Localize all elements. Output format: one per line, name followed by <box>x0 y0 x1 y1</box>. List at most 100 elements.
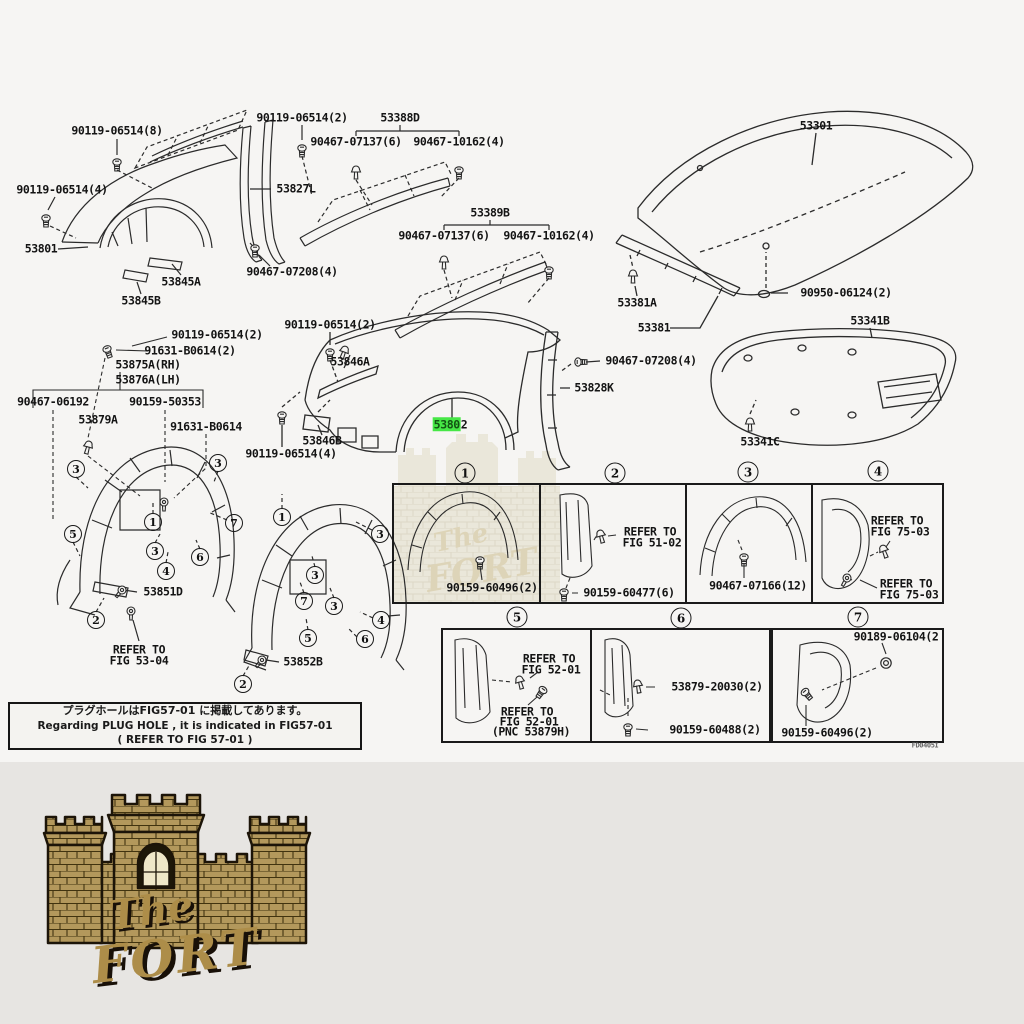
part-label: 53381 <box>637 320 671 335</box>
part-label: 53846A <box>330 354 370 369</box>
callout-2: 2 <box>87 611 105 629</box>
callout-1: 1 <box>144 513 162 531</box>
callout-3: 3 <box>371 525 389 543</box>
part-label: REFER TO <box>879 576 933 591</box>
part-label: REFER TO <box>870 513 924 528</box>
callout-3: 3 <box>325 597 343 615</box>
part-label: 53381A <box>617 295 657 310</box>
part-label: 53388D <box>380 110 420 125</box>
part-label: 53845B <box>121 293 161 308</box>
part-label: 90467-07208(4) <box>605 353 697 368</box>
part-label: 90467-07137(6) <box>398 228 490 243</box>
callout-6: 6 <box>191 548 209 566</box>
part-label: 90159-60488(2) <box>669 722 761 737</box>
part-label: 90119-06514(2) <box>256 110 348 125</box>
part-label: 90159-50353 <box>129 394 201 409</box>
part-label: 90189-06104(2 <box>853 629 939 644</box>
highlighted-part-label: 53802 <box>432 417 468 432</box>
part-label: 53846B <box>302 433 342 448</box>
fender-liner-1-art <box>56 446 280 671</box>
svg-text:The: The <box>106 881 196 939</box>
part-label: FIG 52-01 <box>499 714 559 729</box>
part-label: (PNC 53879H) <box>491 724 571 739</box>
hood-art <box>615 110 974 446</box>
part-label: 53845A <box>161 274 201 289</box>
part-label: 90467-07137(6) <box>310 134 402 149</box>
callout-2: 2 <box>234 675 252 693</box>
detail-panel-borders <box>392 483 944 743</box>
part-label: 53875A(RH) <box>115 357 181 372</box>
part-label: 53389B <box>470 205 510 220</box>
molding-53388d-art <box>297 125 464 247</box>
note-line-japanese: プラグホールはFIG57-01 に掲載してあります。 <box>62 704 308 718</box>
plug-hole-note-box: プラグホールはFIG57-01 に掲載してあります。 Regarding PLU… <box>8 702 362 750</box>
part-label: FIG 51-02 <box>622 535 682 550</box>
part-label: 90119-06514(4) <box>245 446 337 461</box>
part-label: 53851D <box>143 584 183 599</box>
callout-1: 1 <box>273 508 291 526</box>
callout-3: 3 <box>306 566 324 584</box>
part-label: 90467-10162(4) <box>503 228 595 243</box>
part-label: 90119-06514(2) <box>171 327 263 342</box>
part-label: 90159-60477(6) <box>583 585 675 600</box>
part-label: FIG 53-04 <box>109 653 169 668</box>
front-fender-lh-art <box>41 108 286 295</box>
part-label: 53828K <box>574 380 614 395</box>
panel-number-1: 1 <box>454 462 476 484</box>
figure-code: FD0405I <box>911 741 939 750</box>
callout-4: 4 <box>372 611 390 629</box>
part-label: 53852B <box>283 654 323 669</box>
note-line-refer: ( REFER TO FIG 57-01 ) <box>117 734 253 747</box>
part-label: FIG 75-03 <box>870 524 930 539</box>
part-label: 53301 <box>799 118 833 133</box>
panel-number-7: 7 <box>847 606 869 628</box>
part-label: 53341B <box>850 313 890 328</box>
part-label: 53801 <box>24 241 58 256</box>
callout-6: 6 <box>356 630 374 648</box>
front-fender-rh-art <box>277 311 601 471</box>
callout-3: 3 <box>146 542 164 560</box>
callout-5: 5 <box>299 629 317 647</box>
panel-number-5: 5 <box>506 606 528 628</box>
panel-number-4: 4 <box>867 460 889 482</box>
part-label: 90467-06192 <box>17 394 89 409</box>
part-label: 91631-B0614 <box>170 419 242 434</box>
molding-53389b-art <box>394 220 554 339</box>
part-label: FIG 52-01 <box>521 662 581 677</box>
part-label: 90159-60496(2) <box>446 580 538 595</box>
callout-3: 3 <box>67 460 85 478</box>
liner-label-brackets <box>32 336 207 520</box>
fender-liner-2-art <box>207 494 407 677</box>
part-label: REFER TO <box>623 524 677 539</box>
part-label: 90119-06514(2) <box>284 317 376 332</box>
part-label: FIG 75-03 <box>879 587 939 602</box>
castle-watermark: The FORT <box>394 434 560 602</box>
part-label: REFER TO <box>112 642 166 657</box>
part-label: 53341C <box>740 434 780 449</box>
callout-7: 7 <box>295 592 313 610</box>
part-label: 90467-07208(4) <box>246 264 338 279</box>
part-label: 53827L <box>276 181 316 196</box>
part-label: 90467-10162(4) <box>413 134 505 149</box>
callout-7: 7 <box>225 514 243 532</box>
panel-number-6: 6 <box>670 607 692 629</box>
part-label: REFER TO <box>522 651 576 666</box>
callout-4: 4 <box>157 562 175 580</box>
panel-number-2: 2 <box>604 462 626 484</box>
part-label: 53879-20030(2) <box>671 679 763 694</box>
part-label: 90159-60496(2) <box>781 725 873 740</box>
part-label: 90467-07166(12) <box>709 578 807 593</box>
svg-text:The: The <box>110 884 200 942</box>
callout-5: 5 <box>64 525 82 543</box>
part-label: 90119-06514(4) <box>16 182 108 197</box>
part-label: 53879A <box>78 412 118 427</box>
note-line-english: Regarding PLUG HOLE , it is indicated in… <box>37 720 333 733</box>
part-label: 90119-06514(8) <box>71 123 163 138</box>
panel-number-3: 3 <box>737 461 759 483</box>
detail-panel-contents <box>407 491 892 737</box>
callout-3: 3 <box>209 454 227 472</box>
